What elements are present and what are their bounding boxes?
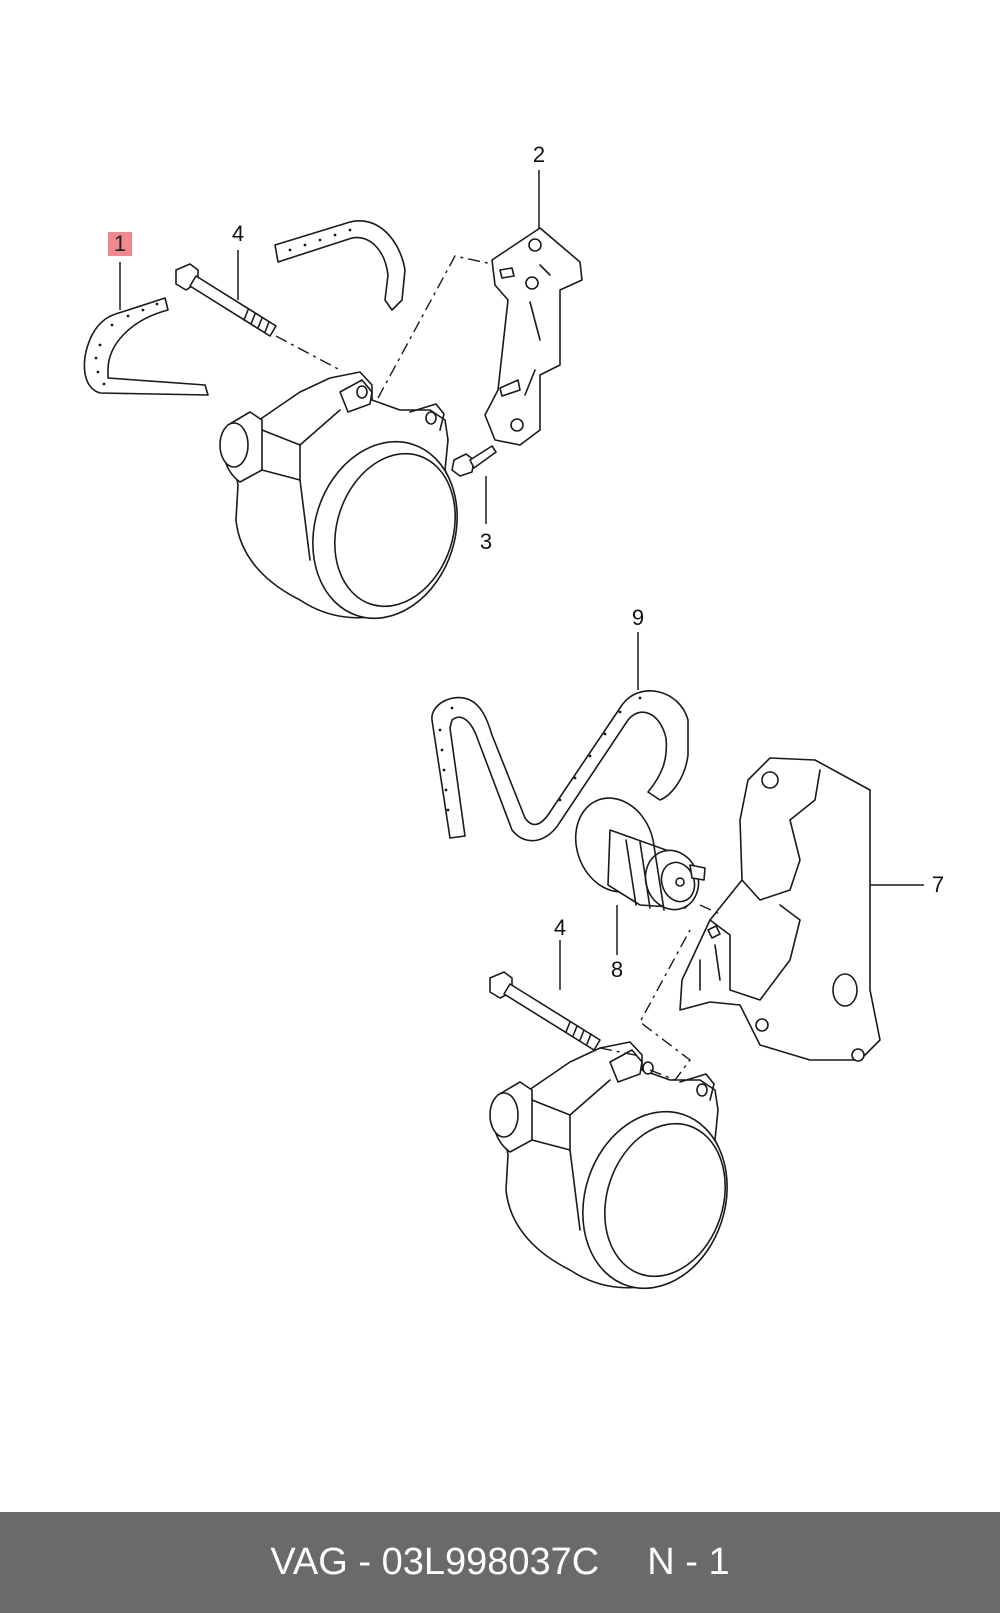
belt-tensioner	[574, 797, 706, 911]
callout-9: 9	[631, 605, 645, 630]
bolt-small	[451, 445, 497, 477]
alternator-carrier-bracket	[679, 757, 881, 1062]
bolt-lower	[489, 971, 601, 1051]
ribbed-belt-upper	[274, 220, 406, 311]
alternator-upper	[219, 371, 458, 620]
bolt-upper	[175, 263, 277, 337]
callout-2: 2	[532, 142, 546, 167]
quantity-label: N - 1	[647, 1541, 730, 1583]
footer-bar: VAG - 03L998037C N - 1	[0, 1512, 1000, 1613]
callout-4-lower: 4	[553, 915, 567, 940]
callout-8: 8	[610, 957, 624, 982]
mounting-bracket	[484, 227, 583, 446]
ribbed-belt-9	[431, 690, 689, 842]
callout-7: 7	[931, 872, 945, 897]
callout-1: 1	[108, 232, 132, 256]
part-number-label: VAG - 03L998037C	[270, 1541, 600, 1583]
callout-4-upper: 4	[231, 221, 245, 246]
ribbed-belt-part-1	[83, 297, 209, 396]
parts-exploded-diagram	[83, 170, 924, 1290]
alternator-lower	[489, 1041, 728, 1290]
callout-3: 3	[479, 529, 493, 554]
